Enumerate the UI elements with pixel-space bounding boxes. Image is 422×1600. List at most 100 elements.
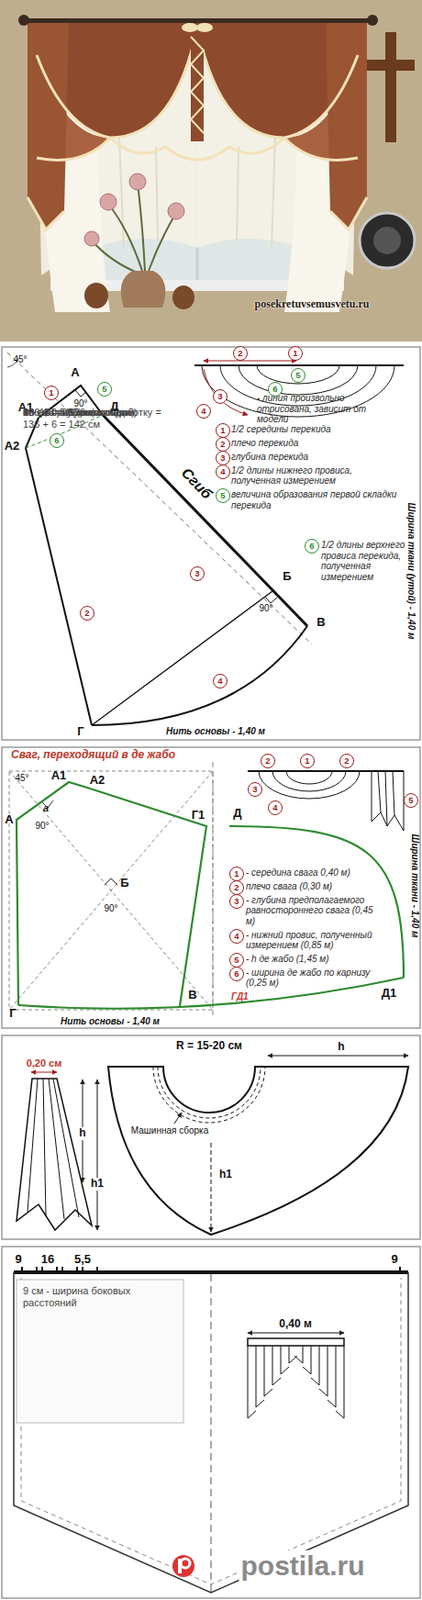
dimension-label: Ширина ткани (утой) - 1,40 м [405, 502, 417, 640]
calculation-text: 9 см - ширина боковых расстояний [22, 1284, 178, 1308]
point-label: Г1 [191, 808, 206, 822]
curtain-photo [129, 173, 146, 190]
watermark: posekretuvsemusvetu.ru [255, 298, 370, 311]
legend-text: - середина свага 0,40 м) [245, 866, 381, 878]
curtain-photo [27, 197, 65, 230]
jabot-pattern [211, 1142, 212, 1232]
curtain-photo [137, 183, 145, 271]
point-label: Г [77, 724, 84, 739]
point-label: А [70, 366, 79, 380]
swag-pattern [25, 417, 92, 725]
swag-jabot-pattern [377, 770, 381, 812]
curtain-photo [236, 146, 239, 241]
pleat-pattern [76, 1266, 78, 1272]
pleat-pattern [272, 1377, 281, 1385]
swag-jabot-pattern [229, 825, 404, 978]
swag-jabot-pattern [272, 770, 346, 791]
pleat-pattern [22, 1266, 400, 1272]
pleat-pattern [13, 1269, 409, 1274]
dimension-label: h1 [219, 1167, 233, 1181]
curtain-photo [36, 137, 111, 160]
callout-number: 2 [233, 345, 248, 361]
curtain-photo [373, 226, 401, 255]
swag-jabot-pattern [247, 769, 404, 772]
dimension-label: Нить основы - 1,40 м [60, 1015, 160, 1027]
legend-text: величина образования первой складки пере… [231, 488, 404, 511]
dimension-label: R = 15-20 см [176, 1039, 243, 1053]
pleat-pattern [302, 1344, 304, 1363]
callout-number: 4 [229, 928, 245, 944]
callout-number: 3 [212, 388, 228, 404]
swag-pattern [91, 590, 273, 725]
panel-frame [1, 346, 421, 740]
pleat-pattern [319, 1388, 328, 1396]
jabot-pattern [16, 1055, 409, 1234]
curtain-photo [366, 32, 415, 143]
swag-jabot-pattern [286, 770, 333, 784]
pleat-pattern [264, 1344, 266, 1396]
swag-scheme [256, 365, 340, 384]
section-title: Сваг, переходящий в де жабо [11, 748, 176, 762]
swag-pattern [75, 389, 87, 397]
swag-jabot-pattern [385, 770, 388, 826]
legend-text: - ширина де жабо по карнизу (0,25 м) [245, 966, 381, 989]
swag-jabot-pattern [9, 761, 404, 1019]
swag-pattern [265, 596, 278, 603]
pleat-pattern [21, 1266, 23, 1272]
dimension-label: 0,20 см [26, 1056, 63, 1069]
pleat-pattern [41, 1266, 44, 1272]
swag-jabot-pattern [104, 877, 118, 885]
dimension-label: 9 [390, 1252, 398, 1266]
legend-text: - глубина предполагаемого равностороннег… [245, 894, 381, 927]
dimension-label: 9 [14, 1252, 22, 1266]
legend-text: 1/2 длины верхнего провиса перекида, пол… [321, 539, 406, 582]
pleat-pattern [310, 1344, 312, 1374]
jabot-pattern [157, 1066, 261, 1118]
curtain-photo [0, 0, 422, 342]
callout-number: 6 [229, 966, 245, 981]
point-label: А1 [51, 768, 67, 783]
curtain-photo [366, 14, 378, 26]
curtain-photo [36, 27, 198, 138]
curtain-photo [359, 212, 415, 268]
jabot-pattern [27, 1077, 38, 1211]
pleat-pattern [272, 1344, 274, 1385]
point-label: В [188, 988, 197, 1002]
pleat-pattern [335, 1344, 337, 1407]
point-label: В [316, 615, 325, 630]
pleat-pattern [294, 1354, 303, 1363]
curtain-photo [0, 0, 422, 342]
pleat-pattern [35, 1266, 38, 1272]
curtain-photo [190, 36, 204, 134]
callout-number: 4 [267, 799, 283, 815]
pleat-pattern [288, 1344, 290, 1363]
calculation-text: 136 + припуск на обработку = 136 + 6 = 1… [22, 406, 178, 430]
callout-number: 4 [212, 673, 228, 689]
swag-jabot-pattern [9, 770, 213, 1010]
legend-text: глубина перекида [231, 451, 404, 463]
swag-jabot-pattern [18, 977, 404, 1009]
callout-number: 3 [229, 893, 245, 909]
panel-frame [1, 346, 421, 1598]
point-label: А2 [89, 773, 106, 788]
swag-scheme [238, 365, 358, 395]
curtain-photo [84, 173, 185, 246]
dimension-label: 16 [41, 1252, 55, 1266]
curtain-photo [181, 22, 199, 33]
callout-number: 6 [49, 433, 65, 448]
pleat-pattern [81, 1266, 84, 1272]
point-label: А2 [4, 439, 21, 454]
callout-number: 1 [299, 753, 315, 768]
legend-text: - h де жабо (1,45 м) [245, 953, 381, 965]
legend-text: 1/2 длины нижнего провиса, полученная из… [231, 465, 404, 487]
dimension-label: h [337, 1040, 345, 1054]
jabot-pattern [97, 1078, 99, 1230]
pleat-pattern [247, 1344, 249, 1418]
callout-number: 5 [290, 367, 306, 383]
jabot-pattern [153, 1066, 266, 1122]
curtain-photo [325, 22, 367, 230]
dimension-label: h [77, 1126, 88, 1140]
dimension-label: 0,40 м [278, 1317, 312, 1331]
curtain-photo [172, 285, 195, 310]
curtain-photo [271, 137, 276, 248]
